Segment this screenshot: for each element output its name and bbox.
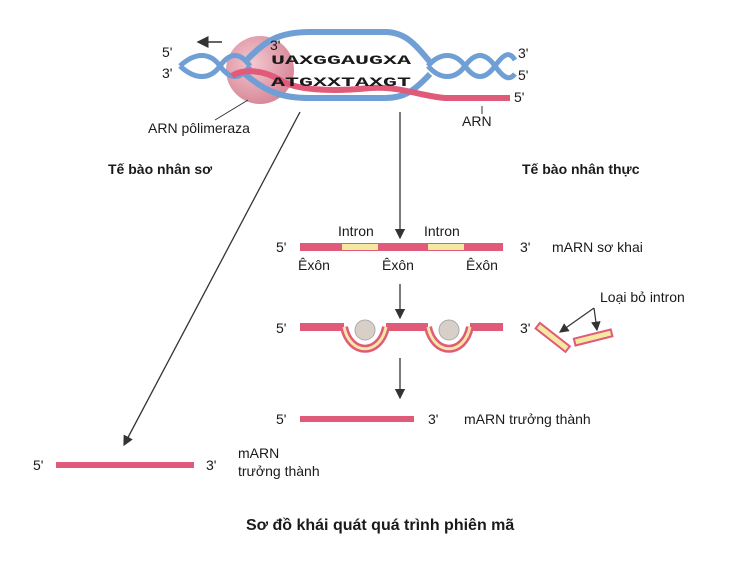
- eukaryote-mature-mrna: 5' 3' mARN trưởng thành: [276, 411, 591, 427]
- intron-label-1: Intron: [338, 223, 374, 239]
- splicing-5prime-label: 5': [276, 320, 286, 336]
- splicing-bar-right: [470, 323, 503, 331]
- left-5prime-label: 5': [162, 44, 172, 60]
- prokaryote-mrna-label-line1: mARN: [238, 445, 279, 461]
- left-3prime-label: 3': [162, 65, 172, 81]
- dna-lower-template-strand: [243, 71, 433, 101]
- splicing-3prime-label: 3': [520, 320, 530, 336]
- dna-right-helix-strand-a: [426, 52, 518, 79]
- lower-sequence: ATGXXTAXGT: [271, 75, 411, 90]
- dna-upper-strand: [242, 29, 433, 65]
- nascent-rna-strand: [230, 68, 510, 101]
- prokaryote-5prime-label: 5': [33, 457, 43, 473]
- intron-block-1: [342, 244, 378, 250]
- diagram-caption: Sơ đồ khái quát quá trình phiên mã: [246, 517, 514, 534]
- upper-sequence: UAXGGAUGXA: [271, 53, 411, 68]
- removed-intron-2: [572, 328, 614, 347]
- removed-intron-pointer-1: [559, 307, 595, 333]
- removed-intron-1: [534, 321, 572, 354]
- eukaryote-heading: Tế bào nhân thực: [522, 161, 640, 177]
- prokaryote-3prime-label: 3': [206, 457, 216, 473]
- remove-intron-label: Loại bỏ intron: [600, 289, 685, 305]
- exon-label-1: Êxôn: [298, 257, 330, 273]
- intron-loop-1-core: [342, 326, 388, 351]
- dna-right-helix-strand-b: [426, 53, 517, 81]
- eukaryote-3prime-label: 3': [428, 411, 438, 427]
- intron-loop-2-core: [426, 326, 472, 351]
- exon-label-3: Êxôn: [466, 257, 498, 273]
- pre-mrna-5prime-label: 5': [276, 239, 286, 255]
- polymerase-label: ARN pôlimeraza: [148, 120, 250, 136]
- exon-label-2: Êxôn: [382, 257, 414, 273]
- rna-5prime-label: 5': [514, 89, 524, 105]
- splicing-bar-middle: [386, 323, 428, 331]
- prokaryote-arrow: [123, 111, 301, 447]
- removed-intron-pointer-2: [591, 307, 601, 332]
- eukaryote-5prime-label: 5': [276, 411, 286, 427]
- right-3prime-label: 3': [518, 45, 528, 61]
- splicing-stage: 5' 3' Loại bỏ intron: [276, 289, 685, 354]
- intron-label-2: Intron: [424, 223, 460, 239]
- pre-mrna: 5' 3' mARN sơ khai Intron Intron Êxôn Êx…: [276, 223, 643, 273]
- pre-mrna-3prime-label: 3': [520, 239, 530, 255]
- dna-transcription-bubble: UAXGGAUGXA ATGXXTAXGT 5' 3' 3' 3' 5' 5' …: [148, 29, 528, 136]
- splicing-bar-left: [300, 323, 344, 331]
- intron-block-2: [428, 244, 464, 250]
- polymerase-callout-line: [214, 99, 249, 121]
- rna-label: ARN: [462, 113, 492, 129]
- eukaryote-mrna-bar: [300, 416, 414, 422]
- right-5prime-label: 5': [518, 67, 528, 83]
- spliceosome-2: [438, 319, 460, 341]
- spliceosome-1: [354, 319, 376, 341]
- prokaryote-heading: Tế bào nhân sơ: [108, 161, 212, 177]
- prokaryote-mature-mrna: 5' 3' mARN trưởng thành: [33, 445, 320, 479]
- bubble-3prime-label: 3': [270, 37, 280, 53]
- pre-mrna-label: mARN sơ khai: [552, 239, 643, 255]
- prokaryote-mrna-bar: [56, 462, 194, 468]
- dna-left-helix-strand-b: [178, 53, 253, 79]
- prokaryote-mrna-label-line2: trưởng thành: [238, 463, 320, 479]
- pre-mrna-bar: [300, 243, 503, 251]
- eukaryote-mrna-label: mARN trưởng thành: [464, 411, 591, 427]
